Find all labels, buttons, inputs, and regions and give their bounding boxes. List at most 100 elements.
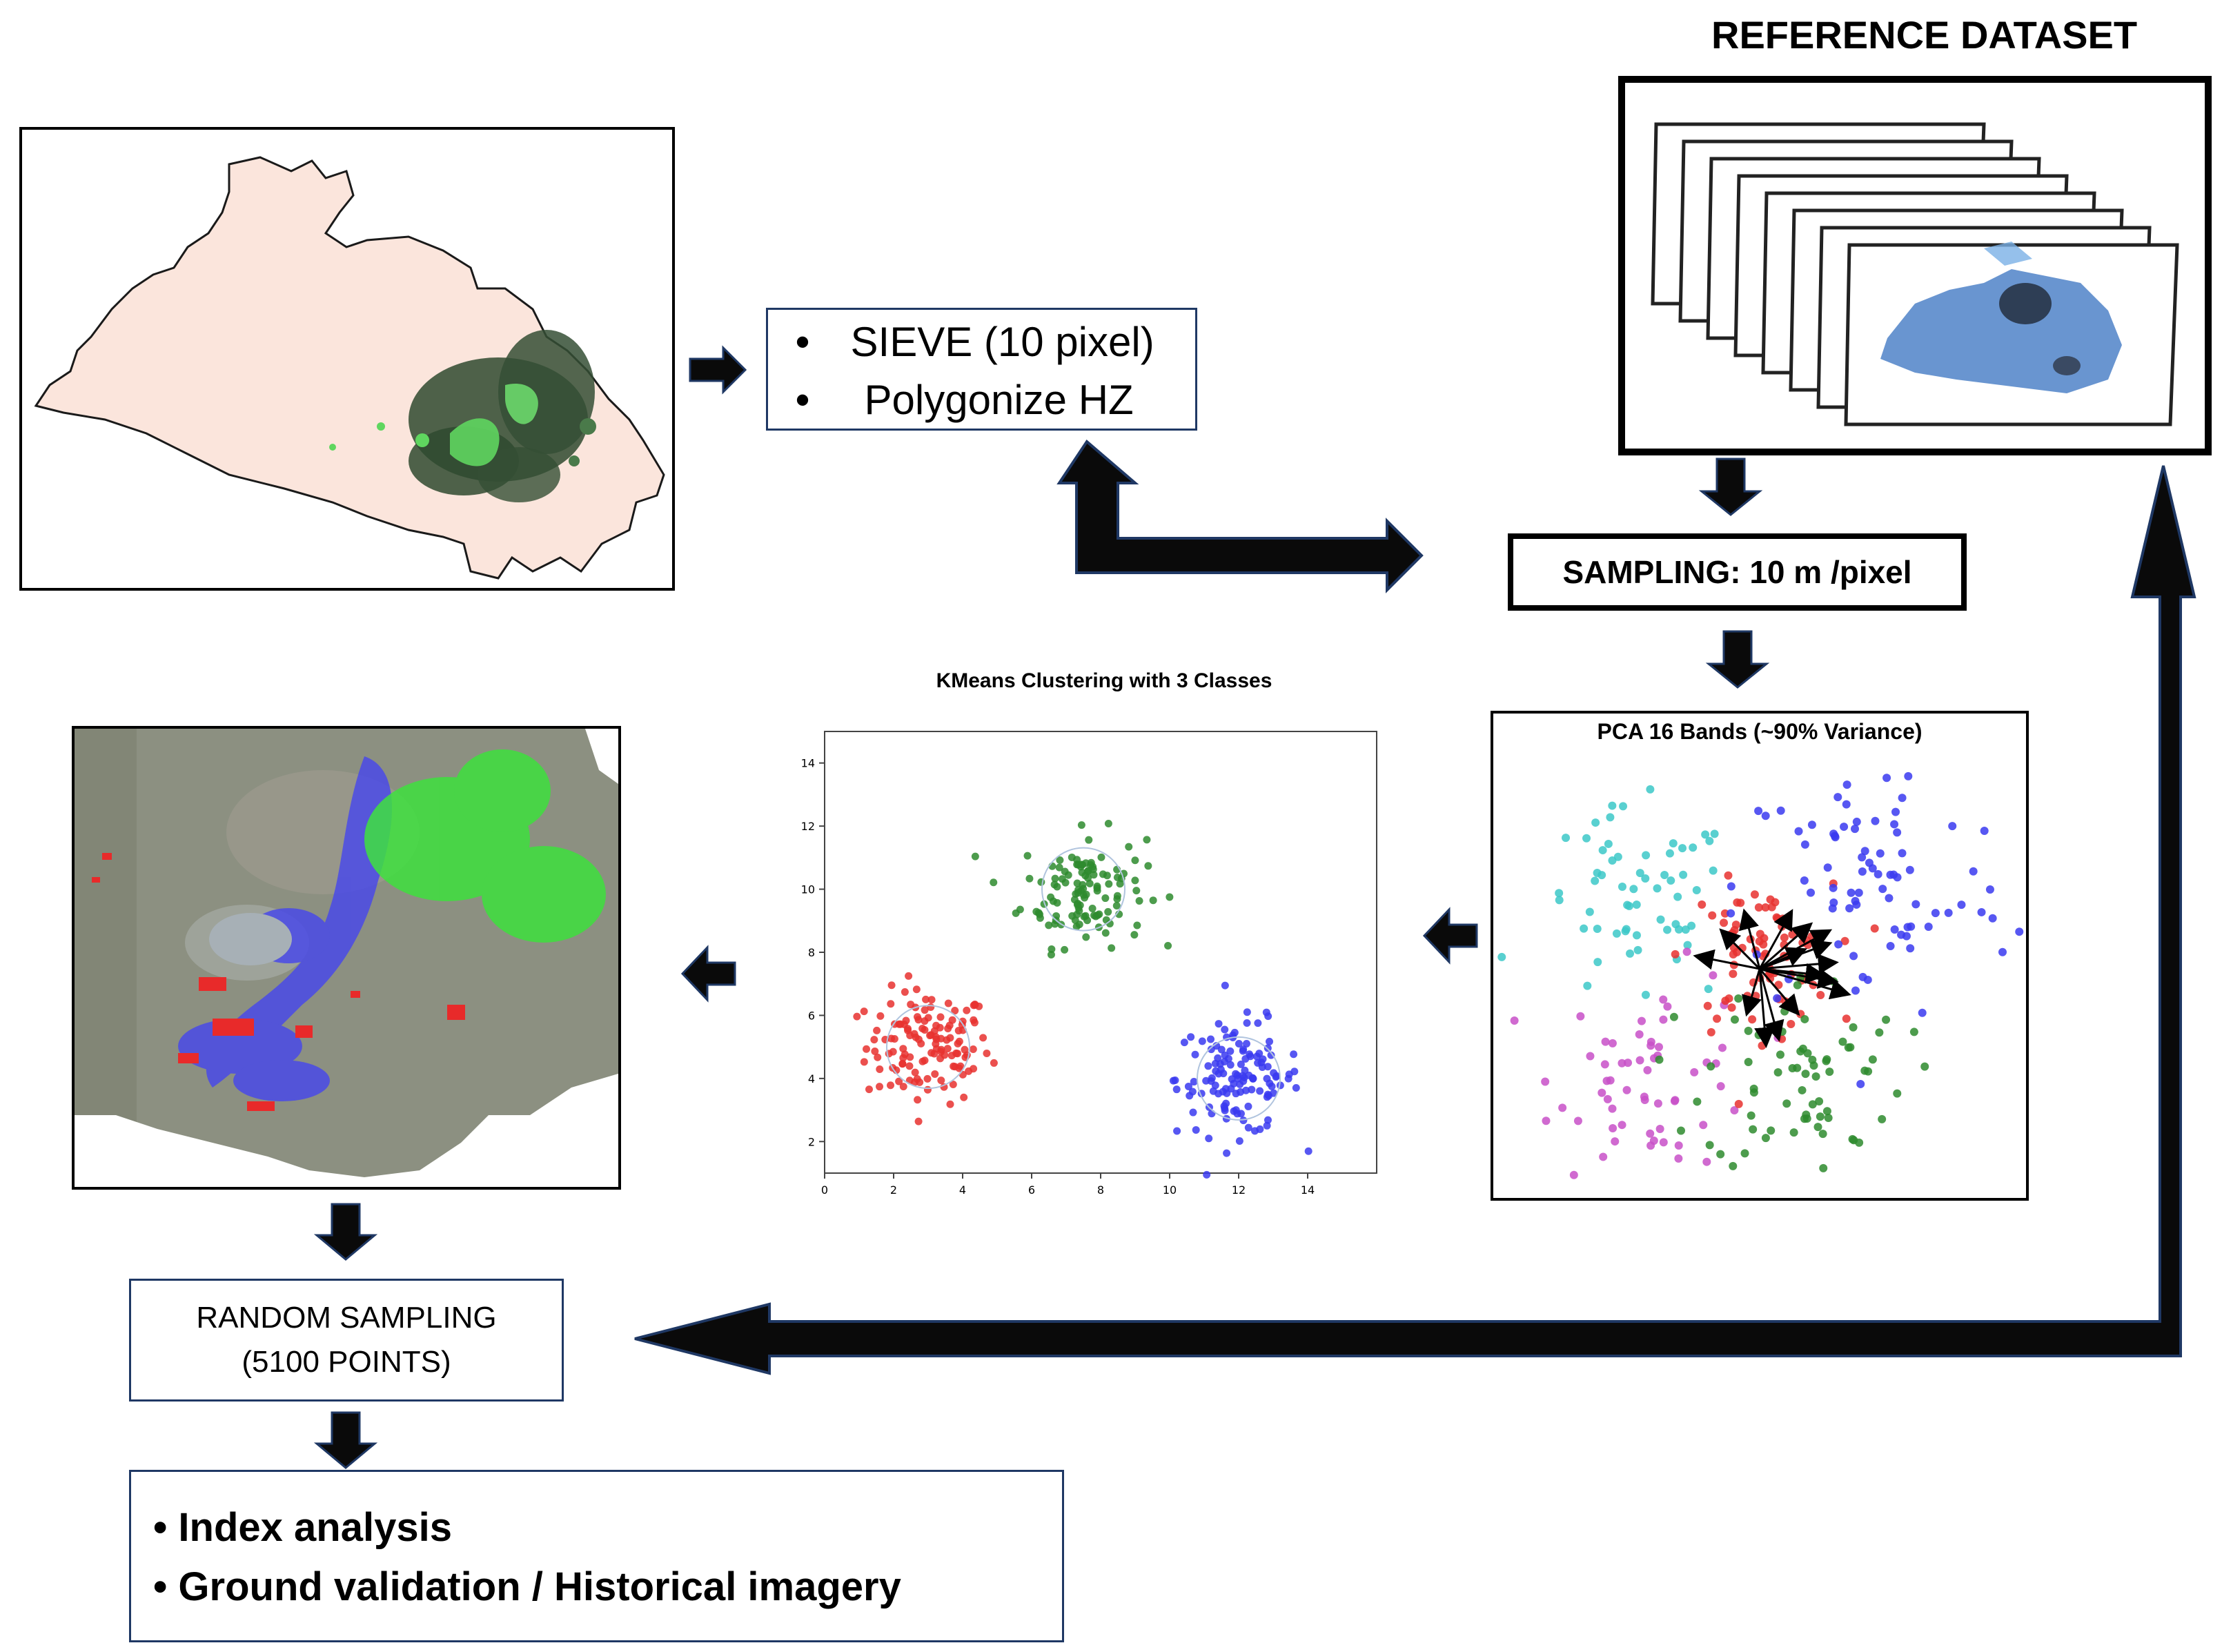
pca-point <box>1600 1060 1609 1069</box>
sieve-box: •SIEVE (10 pixel) •Polygonize HZ <box>766 308 1197 431</box>
kmeans-point <box>1204 1062 1212 1070</box>
pca-point <box>1646 1129 1655 1138</box>
kmeans-point <box>1239 1045 1248 1054</box>
kmeans-point <box>921 1017 929 1025</box>
pca-point <box>1944 908 1953 917</box>
kmeans-point <box>1180 1039 1188 1047</box>
pca-point <box>1569 1170 1578 1179</box>
kmeans-point <box>870 1036 878 1044</box>
pca-point <box>1773 994 1782 1003</box>
pca-panel: PCA 16 Bands (~90% Variance) <box>1491 711 2029 1201</box>
pca-point <box>1893 873 1902 882</box>
kmeans-point <box>901 988 909 996</box>
random-sampling-line1: RANDOM SAMPLING <box>196 1301 497 1335</box>
pca-point <box>1902 932 1911 941</box>
pca-point <box>1678 844 1687 853</box>
pca-point <box>1718 1043 1727 1052</box>
kmeans-point <box>1025 874 1034 883</box>
loading-vector <box>1759 967 1839 990</box>
kmeans-point <box>905 972 913 980</box>
kmeans-point <box>946 1034 954 1042</box>
y-tick-label: 4 <box>808 1072 815 1085</box>
kmeans-point <box>916 1078 924 1086</box>
kmeans-point <box>1133 921 1141 930</box>
pca-point <box>1860 1066 1869 1075</box>
kmeans-point <box>922 995 930 1003</box>
kmeans-point <box>923 1074 932 1083</box>
x-tick-label: 8 <box>1097 1183 1104 1197</box>
kmeans-point <box>1113 892 1121 900</box>
pca-point <box>1656 915 1665 924</box>
loading-vector <box>1759 967 1851 1000</box>
loading-vector <box>1742 968 1762 1017</box>
kmeans-point <box>949 1081 957 1089</box>
kmeans-point <box>1144 862 1152 870</box>
pca-point <box>1655 1124 1664 1133</box>
pca-point <box>1875 1028 1884 1037</box>
vegetation-patches <box>329 330 596 502</box>
kmeans-point <box>1093 882 1101 890</box>
kmeans-point <box>1268 1082 1276 1090</box>
pca-point <box>1906 944 1915 953</box>
kmeans-point <box>1051 874 1059 883</box>
pca-point <box>1985 885 1994 894</box>
pca-point <box>1748 1015 1757 1024</box>
pca-point <box>1716 1082 1725 1091</box>
kmeans-point <box>1221 1025 1229 1034</box>
pca-point <box>1759 940 1768 949</box>
kmeans-point <box>853 1012 861 1021</box>
pca-point <box>1767 1126 1776 1135</box>
pca-point <box>1761 903 1770 912</box>
pca-point <box>1618 1121 1626 1130</box>
pca-point <box>1643 1065 1652 1074</box>
kmeans-point <box>1189 1108 1197 1117</box>
pca-point <box>1689 843 1698 852</box>
kmeans-point <box>1101 894 1110 903</box>
kmeans-point <box>1056 856 1064 865</box>
kmeans-point <box>947 1052 956 1060</box>
pca-point <box>1606 1076 1615 1085</box>
pca-point <box>1629 885 1638 894</box>
kmeans-point <box>895 1077 903 1085</box>
pca-point <box>1898 849 1907 858</box>
kmeans-point <box>898 1059 907 1068</box>
kmeans-point <box>1088 905 1097 913</box>
kmeans-point <box>1239 1117 1248 1125</box>
kmeans-point <box>1173 1127 1181 1135</box>
kmeans-point <box>1172 1085 1181 1094</box>
pca-point <box>1829 883 1838 892</box>
pca-point <box>1760 934 1769 943</box>
pca-point <box>1780 1007 1789 1016</box>
pca-point <box>1619 802 1628 811</box>
kmeans-point <box>1073 910 1081 918</box>
pca-point <box>1893 1089 1902 1098</box>
pca-point <box>1807 820 1816 829</box>
kmeans-point <box>1104 907 1112 916</box>
pca-point <box>1744 1026 1753 1035</box>
kmeans-point <box>1085 836 1093 844</box>
x-tick-label: 6 <box>1028 1183 1035 1197</box>
kmeans-point <box>895 1020 903 1028</box>
kmeans-point <box>876 1083 884 1091</box>
kmeans-point <box>943 1045 952 1053</box>
kmeans-point <box>1023 852 1032 860</box>
pca-point <box>1787 1020 1796 1029</box>
kmeans-point <box>1082 890 1090 898</box>
pca-point <box>1586 1052 1595 1061</box>
kmeans-point <box>1226 1047 1235 1055</box>
kmeans-point <box>1077 821 1085 829</box>
kmeans-point <box>1254 1019 1262 1027</box>
pca-point <box>1659 1138 1668 1147</box>
kmeans-point <box>937 1048 945 1056</box>
pca-point <box>1713 1014 1722 1023</box>
loading-vector <box>1758 909 1793 970</box>
kmeans-point <box>1207 1077 1215 1085</box>
kmeans-point <box>887 1034 896 1043</box>
kmeans-point <box>914 1117 923 1125</box>
pca-point <box>1573 1117 1582 1125</box>
kmeans-point <box>1132 887 1141 895</box>
kmeans-point <box>1235 1137 1243 1145</box>
kmeans-point <box>1290 1050 1298 1059</box>
final-item-2-text: Ground validation / Historical imagery <box>178 1564 901 1609</box>
pca-point <box>1816 1112 1825 1121</box>
